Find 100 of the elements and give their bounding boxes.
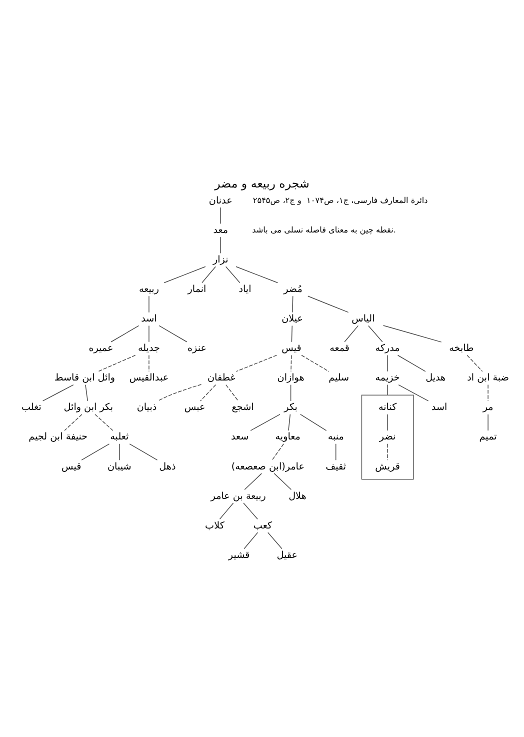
node-text: مدرکه — [375, 343, 400, 354]
node-text: غطفان — [208, 372, 236, 384]
node-text: عنزه — [188, 343, 206, 354]
connector — [225, 266, 240, 284]
node-text: بکر — [284, 402, 298, 414]
node-text: ذهل — [159, 461, 176, 472]
connector — [290, 384, 292, 402]
node-text: مُضر — [284, 284, 302, 295]
node-text: الیاس — [352, 314, 375, 325]
connector — [85, 384, 88, 402]
connector — [382, 325, 442, 342]
connector — [243, 502, 258, 520]
node-text: قیس — [282, 343, 302, 354]
node-text: قشیر — [228, 550, 250, 561]
connector — [219, 502, 234, 520]
node-text: نضر — [379, 432, 396, 443]
node-text: اشجع — [232, 402, 254, 414]
connector — [300, 414, 327, 431]
node-text: سعد — [230, 432, 249, 443]
node-text: طابخه — [449, 343, 474, 354]
connector — [98, 354, 136, 372]
node-text: قریش — [375, 461, 400, 472]
node-text: عیلان — [282, 314, 303, 325]
connector — [290, 354, 292, 372]
node-text: اسد — [141, 314, 157, 325]
connector — [158, 384, 202, 402]
node-text: کلاب — [205, 520, 224, 532]
connector — [288, 414, 291, 431]
node-text: حنیفة ابن لجیم — [28, 432, 88, 443]
node-text: ایاد — [238, 284, 252, 295]
connector — [236, 354, 278, 372]
node-text: هوازان — [277, 372, 304, 384]
node-text: ذبیان — [136, 402, 157, 414]
connector — [94, 414, 114, 431]
connector — [110, 325, 140, 342]
connector — [292, 296, 294, 313]
node-text: ربیعه — [138, 284, 159, 295]
node-text: منبه — [328, 432, 344, 443]
connector — [244, 532, 258, 550]
connector — [226, 384, 239, 402]
connector — [466, 354, 483, 372]
node-text: ضبة ابن اد — [467, 372, 509, 384]
connector — [220, 207, 221, 224]
connector — [244, 473, 262, 490]
node-text: قمعه — [330, 343, 350, 354]
connector — [220, 236, 221, 254]
connector — [129, 444, 158, 460]
connector — [236, 266, 278, 284]
node-text: انمار — [188, 284, 206, 295]
connector — [81, 444, 110, 460]
node-text: ثعلبه — [110, 432, 129, 443]
node-text: تغلب — [22, 402, 42, 414]
node-text: بکر ابن وائل — [64, 402, 114, 414]
connector — [42, 384, 74, 402]
connector — [148, 354, 150, 372]
connector — [274, 473, 292, 490]
connector — [397, 354, 426, 372]
node-text: معد — [213, 224, 228, 236]
connector — [250, 414, 280, 431]
node-text: ثقیف — [326, 461, 346, 472]
node-text: خزیمه — [375, 372, 400, 384]
label: نقطه چین به معنای فاصله نسلی می باشد. — [252, 224, 396, 234]
diagram-title: شجره ربیعه و مضر — [214, 176, 310, 190]
label: دائرة المعارف فارسی، ج۱، ص۱۰۷۴ و ج۲، ص۲۵۴۵ — [252, 194, 428, 205]
node-text: هلال — [288, 490, 306, 502]
node-text: عبس — [184, 402, 206, 414]
connector — [200, 384, 216, 402]
node-text: شیبان — [108, 461, 132, 472]
node-text: عمیره — [88, 343, 114, 354]
connector — [344, 325, 359, 342]
connector — [148, 325, 150, 342]
node-text: کعب — [253, 520, 272, 532]
connector — [268, 532, 282, 550]
node-text: نزار — [213, 254, 228, 266]
node-text: وائل ابن قاسط — [54, 372, 116, 384]
connector — [64, 414, 82, 431]
connector — [387, 414, 388, 431]
connector — [368, 325, 383, 342]
connector — [387, 384, 388, 396]
node-text: مر — [482, 402, 494, 414]
connector — [301, 354, 330, 372]
connector — [387, 444, 388, 460]
connector — [387, 354, 388, 372]
connector — [148, 296, 150, 313]
node-text: عقیل — [276, 550, 298, 561]
node-text: عبدالقیس — [129, 372, 169, 384]
cluster — [361, 394, 414, 480]
connector — [202, 266, 216, 284]
node-text: جدیله — [138, 343, 160, 354]
connector — [308, 296, 349, 313]
node-text: اسد — [431, 402, 448, 414]
node-text: قیس — [62, 461, 82, 472]
node-text: کنانه — [378, 402, 397, 414]
node-text: تمیم — [479, 432, 497, 443]
node-text: عدنان — [208, 195, 232, 206]
connector — [272, 444, 284, 460]
connector — [291, 325, 292, 342]
node-text: هدیل — [426, 372, 446, 384]
connector — [119, 444, 120, 460]
node-text: عامر(ابن صعصعه) — [231, 461, 304, 472]
